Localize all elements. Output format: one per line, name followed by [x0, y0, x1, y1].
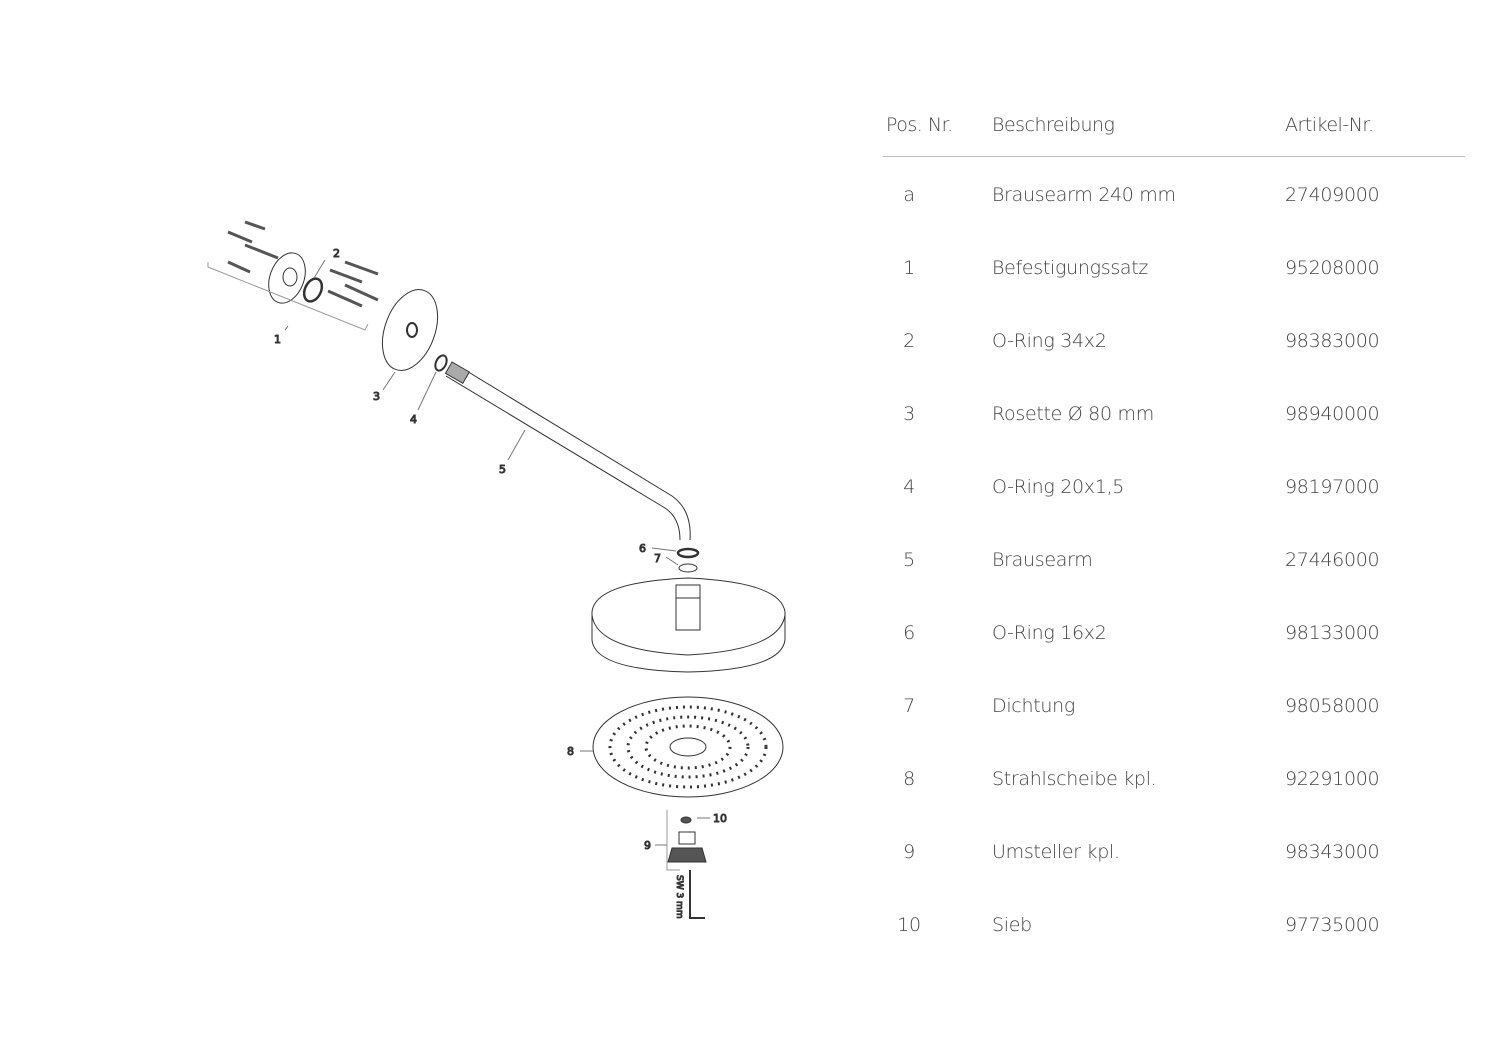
row-article: 92291000	[1285, 768, 1380, 790]
callout-10: 10	[713, 812, 727, 825]
table-row: 9 Umsteller kpl. 98343000	[883, 814, 1465, 887]
table-row: 1 Befestigungssatz 95208000	[883, 230, 1465, 303]
row-description: Brausearm 240 mm	[992, 184, 1176, 206]
exploded-parts-diagram: SW 3 mm 1 2 3 4 5 6 7 8 9 10	[207, 220, 786, 919]
row-article: 27409000	[1285, 184, 1380, 206]
table-row: 2 O-Ring 34x2 98383000	[883, 303, 1465, 376]
table-header: Pos. Nr. Beschreibung Artikel-Nr.	[883, 100, 1465, 157]
table-row: 5 Brausearm 27446000	[883, 522, 1465, 595]
shower-head	[591, 577, 786, 673]
header-pos: Pos. Nr.	[886, 114, 953, 136]
callout-3: 3	[373, 390, 380, 403]
row-description: Befestigungssatz	[992, 257, 1149, 279]
row-pos: 2	[903, 330, 915, 352]
callout-7: 7	[654, 552, 661, 565]
shower-arm	[444, 361, 691, 541]
o-ring-20	[434, 354, 448, 372]
row-pos: 8	[903, 768, 915, 790]
callout-1: 1	[274, 333, 281, 346]
row-description: Strahlscheibe kpl.	[992, 768, 1157, 790]
row-description: Rosette Ø 80 mm	[992, 403, 1154, 425]
row-description: O-Ring 20x1,5	[992, 476, 1125, 498]
callout-2: 2	[333, 247, 340, 260]
callout-5: 5	[499, 463, 506, 476]
callout-6: 6	[639, 542, 646, 555]
row-article: 98343000	[1285, 841, 1380, 863]
row-description: O-Ring 34x2	[992, 330, 1107, 352]
row-article: 95208000	[1285, 257, 1380, 279]
row-pos: 10	[897, 914, 921, 936]
row-article: 27446000	[1285, 549, 1380, 571]
row-pos: 4	[903, 476, 915, 498]
fixing-set	[207, 220, 379, 331]
header-description: Beschreibung	[992, 114, 1115, 136]
hex-key-icon	[689, 870, 705, 919]
row-pos: 7	[903, 695, 915, 717]
seal	[678, 563, 698, 573]
row-article: 97735000	[1285, 914, 1380, 936]
row-description: Dichtung	[992, 695, 1075, 717]
table-row: 10 Sieb 97735000	[883, 887, 1465, 960]
row-pos: a	[903, 184, 915, 206]
row-article: 98058000	[1285, 695, 1380, 717]
spray-disc	[592, 696, 784, 798]
row-description: Sieb	[992, 914, 1032, 936]
row-pos: 3	[903, 403, 915, 425]
row-description: O-Ring 16x2	[992, 622, 1107, 644]
callout-8: 8	[567, 745, 574, 758]
table-row: 6 O-Ring 16x2 98133000	[883, 595, 1465, 668]
row-description: Brausearm	[992, 549, 1093, 571]
table-row: 4 O-Ring 20x1,5 98197000	[883, 449, 1465, 522]
row-article: 98197000	[1285, 476, 1380, 498]
row-article: 98940000	[1285, 403, 1380, 425]
table-row: 7 Dichtung 98058000	[883, 668, 1465, 741]
row-pos: 1	[903, 257, 915, 279]
table-row: a Brausearm 240 mm 27409000	[883, 157, 1465, 230]
row-pos: 9	[903, 841, 915, 863]
row-article: 98133000	[1285, 622, 1380, 644]
table-row: 3 Rosette Ø 80 mm 98940000	[883, 376, 1465, 449]
callout-4: 4	[410, 413, 417, 426]
rosette	[381, 289, 439, 371]
row-pos: 6	[903, 622, 915, 644]
tool-label: SW 3 mm	[674, 875, 684, 919]
callout-9: 9	[644, 839, 651, 852]
table-row: 8 Strahlscheibe kpl. 92291000	[883, 741, 1465, 814]
header-article: Artikel-Nr.	[1285, 114, 1374, 136]
row-pos: 5	[903, 549, 915, 571]
row-article: 98383000	[1285, 330, 1380, 352]
row-description: Umsteller kpl.	[992, 841, 1120, 863]
o-ring-16	[676, 547, 700, 559]
diverter	[666, 810, 707, 871]
